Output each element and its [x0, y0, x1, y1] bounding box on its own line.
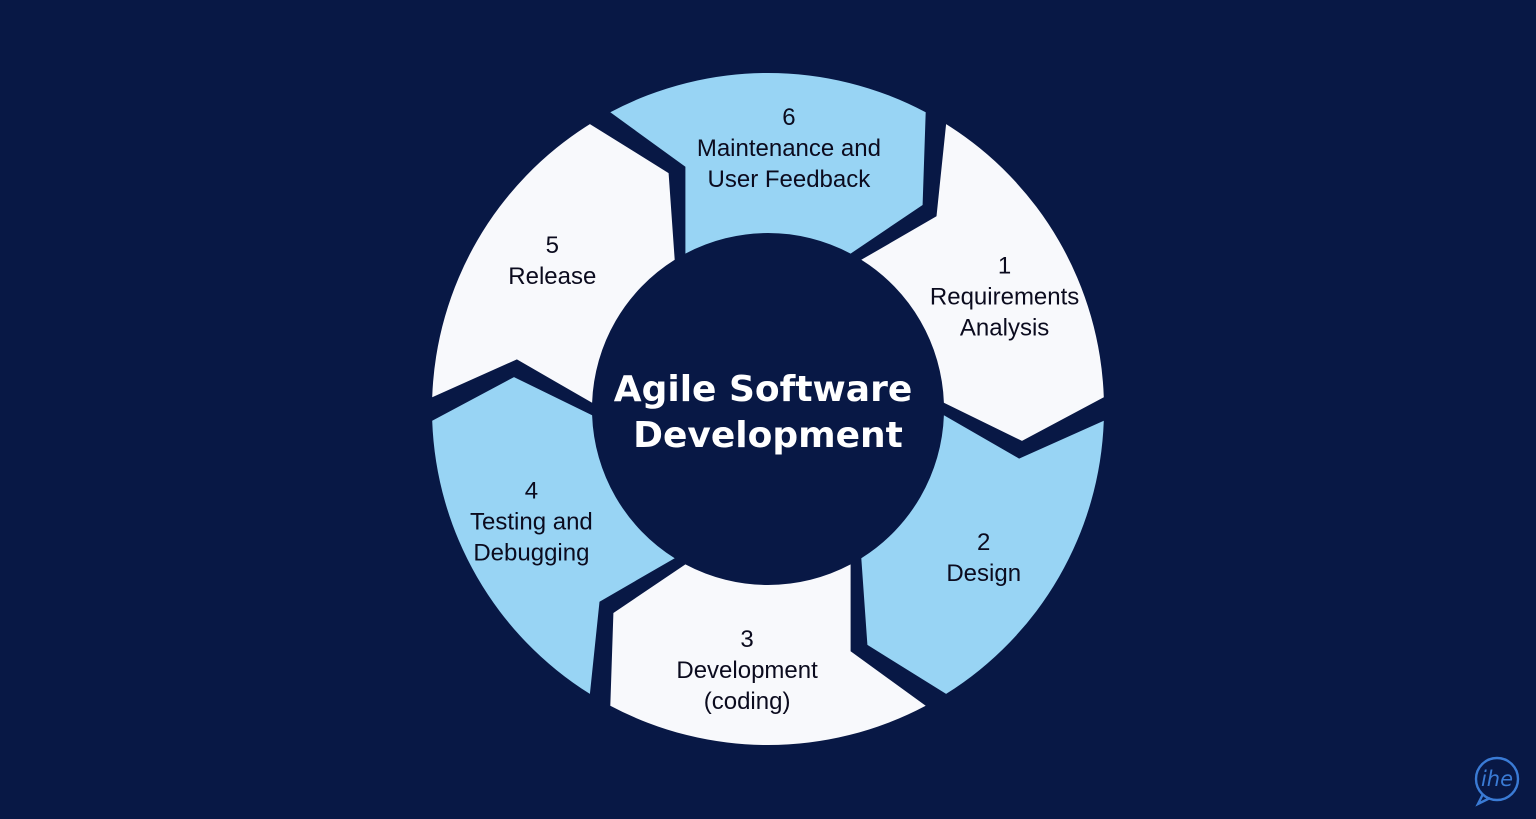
cycle-segment-step-1	[861, 124, 1104, 441]
step-label-line: (coding)	[704, 688, 791, 715]
step-number: 1	[998, 253, 1011, 280]
step-number: 3	[740, 626, 753, 653]
logo-text: ihe	[1481, 767, 1513, 791]
logo-circle	[1474, 756, 1520, 802]
step-label-line: Maintenance and	[697, 135, 881, 162]
center-title-line-1: Agile Software	[614, 369, 913, 410]
center-title-line-2: Development	[633, 415, 903, 456]
cycle-segments	[432, 72, 1104, 746]
ihe-logo-icon: ihe	[1474, 756, 1520, 807]
cycle-segment-step-3	[610, 564, 926, 746]
cycle-segment-step-2	[861, 415, 1104, 694]
step-label-line: Requirements	[930, 284, 1079, 311]
step-label-line: Development	[676, 657, 818, 684]
step-label-line: User Feedback	[708, 166, 872, 193]
cycle-segment-step-6	[610, 72, 926, 254]
step-label-line: Design	[946, 560, 1021, 587]
center-hub: Agile Software Development	[614, 369, 913, 456]
step-label-line: Testing and	[470, 508, 593, 535]
step-label-line: Debugging	[473, 539, 589, 566]
step-label-line: Analysis	[960, 315, 1049, 342]
cycle-labels: 1RequirementsAnalysis2Design3Development…	[470, 104, 1079, 715]
cycle-segment-step-5	[432, 124, 675, 403]
cycle-segment-step-4	[432, 377, 675, 694]
step-number: 4	[525, 477, 538, 504]
step-label-line: Release	[508, 263, 596, 290]
step-number: 6	[782, 104, 795, 131]
step-number: 5	[546, 232, 559, 259]
step-number: 2	[977, 529, 990, 556]
logo-tail	[1475, 793, 1491, 807]
